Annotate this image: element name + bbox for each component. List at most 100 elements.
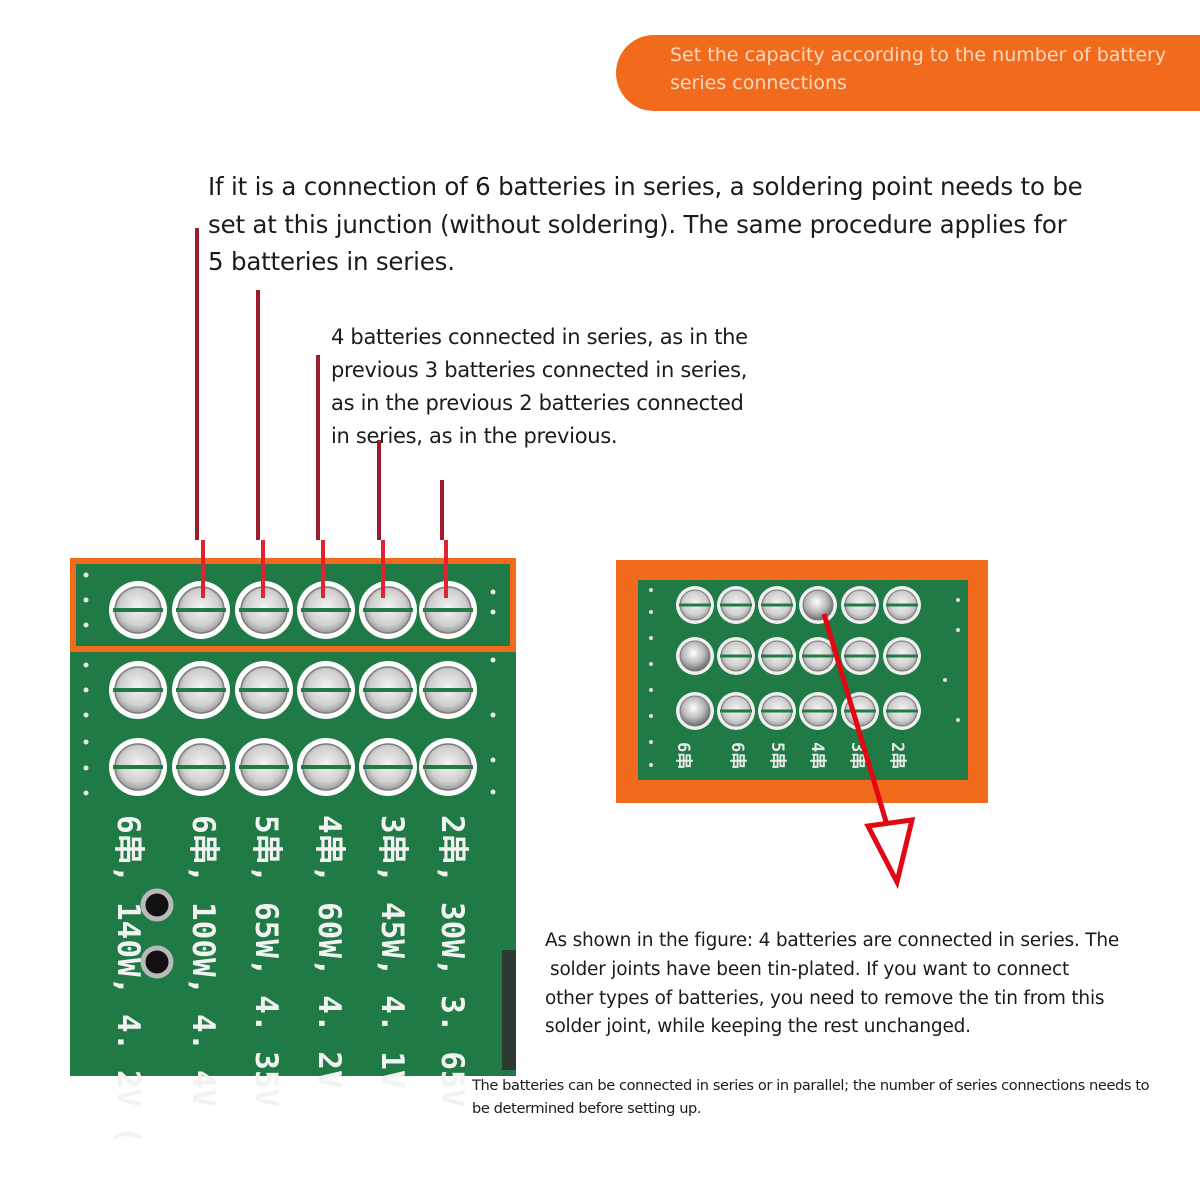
bottom-line2: be determined before setting up. <box>472 1100 702 1117</box>
figure-line3: other types of batteries, you need to re… <box>545 987 1105 1009</box>
arrow-head <box>864 817 916 890</box>
solder-pad <box>359 581 417 639</box>
via-hole <box>140 888 174 922</box>
silk-dot <box>490 789 496 795</box>
solder-pad <box>883 637 921 675</box>
pointer-line <box>256 290 265 598</box>
solder-pad <box>419 661 477 719</box>
instruction-line1: If it is a connection of 6 batteries in … <box>208 172 1083 201</box>
solder-pad <box>235 738 293 796</box>
component-edge <box>502 950 516 1070</box>
silk-dot <box>956 598 960 602</box>
capacity-label: 2串, 30W, 3. 65V <box>434 815 470 1107</box>
solder-pad <box>172 738 230 796</box>
figure-explanation: As shown in the figure: 4 batteries are … <box>545 927 1165 1042</box>
pcb-board <box>70 558 516 1076</box>
silk-dot <box>649 588 653 592</box>
banner-text-line1: Set the capacity according to the number… <box>670 44 1167 66</box>
series-instruction: 4 batteries connected in series, as in t… <box>331 321 771 453</box>
capacity-banner: Set the capacity according to the number… <box>616 35 1200 111</box>
via-hole <box>140 945 174 979</box>
tinned-pad <box>799 586 837 624</box>
capacity-labels: 6串, 140W, 4. 2V ( 6串, 100W, 4. 4V 5串, 65W,… <box>110 815 470 1145</box>
solder-pad <box>109 581 167 639</box>
solder-pad <box>297 581 355 639</box>
arrow-shaft <box>821 613 893 836</box>
series-parallel-note: The batteries can be connected in series… <box>472 1074 1192 1120</box>
silk-dot <box>649 610 653 614</box>
solder-pad <box>717 586 755 624</box>
inset-label: 2串 <box>887 742 908 769</box>
solder-pad <box>297 738 355 796</box>
silk-dot <box>956 718 960 722</box>
solder-pad <box>359 661 417 719</box>
solder-pad <box>717 637 755 675</box>
capacity-label: 4串, 60W, 4. 2V <box>311 815 347 1089</box>
solder-pad <box>297 661 355 719</box>
inset-pad-grid <box>676 586 921 730</box>
silk-dot <box>83 622 89 628</box>
solder-pad <box>419 581 477 639</box>
silk-dot <box>649 662 653 666</box>
silk-dot <box>83 790 89 796</box>
silk-dot <box>490 757 496 763</box>
solder-pad <box>883 586 921 624</box>
series-line1: 4 batteries connected in series, as in t… <box>331 325 748 349</box>
solder-pad <box>359 738 417 796</box>
inset-label: 6串 <box>673 742 694 769</box>
main-pad-grid <box>109 581 477 796</box>
solder-pad <box>172 661 230 719</box>
silk-dot <box>83 739 89 745</box>
main-pcb: 6串, 140W, 4. 2V ( 6串, 100W, 4. 4V 5串, 65W,… <box>70 558 516 1145</box>
pointer-line <box>316 355 325 598</box>
silk-dot <box>649 740 653 744</box>
solder-pad <box>799 637 837 675</box>
solder-pad <box>758 692 796 730</box>
solder-pad <box>841 586 879 624</box>
silk-dot <box>943 678 947 682</box>
silk-dot <box>83 662 89 668</box>
silk-dot <box>649 688 653 692</box>
figure-line4: solder joint, while keeping the rest unc… <box>545 1016 971 1038</box>
banner-text-line2: series connections <box>670 72 847 94</box>
tin-arrow <box>821 613 916 890</box>
pointer-line <box>440 480 448 598</box>
capacity-label: 6串, 100W, 4. 4V <box>185 815 221 1107</box>
silk-dot <box>83 687 89 693</box>
pointer-line <box>195 228 205 598</box>
solder-pad <box>717 692 755 730</box>
silk-dot <box>490 589 496 595</box>
silk-dot <box>956 628 960 632</box>
silk-dot <box>490 609 496 615</box>
series-line3: as in the previous 2 batteries connected <box>331 391 744 415</box>
solder-pad <box>235 661 293 719</box>
solder-pad <box>758 637 796 675</box>
solder-pad <box>841 637 879 675</box>
inset-dots <box>649 588 960 767</box>
solder-pad <box>109 661 167 719</box>
inset-label: 5串 <box>767 742 788 769</box>
pcb-dots <box>83 572 496 796</box>
solder-pad <box>758 586 796 624</box>
inset-label: 6串 <box>727 742 748 769</box>
silk-dot <box>83 572 89 578</box>
silk-dot <box>490 657 496 663</box>
capacity-label: 5串, 65W, 4. 35V <box>248 815 284 1107</box>
pointer-line <box>377 440 385 598</box>
silk-dot <box>83 597 89 603</box>
instruction-line2: set at this junction (without soldering)… <box>208 209 1067 239</box>
silk-dot <box>649 636 653 640</box>
highlight-frame <box>70 558 516 652</box>
pointer-lines <box>195 228 448 598</box>
capacity-label: 3串, 45W, 4. 1V <box>374 815 410 1089</box>
inset-label: 4串 <box>807 742 828 769</box>
instruction-line3: 5 batteries in series. <box>208 247 455 276</box>
silk-dot <box>649 714 653 718</box>
silk-dot <box>490 712 496 718</box>
six-series-instruction: If it is a connection of 6 batteries in … <box>208 168 1088 281</box>
solder-pad <box>235 581 293 639</box>
capacity-label: 6串, 140W, 4. 2V ( <box>110 815 146 1145</box>
tinned-pad <box>676 637 714 675</box>
